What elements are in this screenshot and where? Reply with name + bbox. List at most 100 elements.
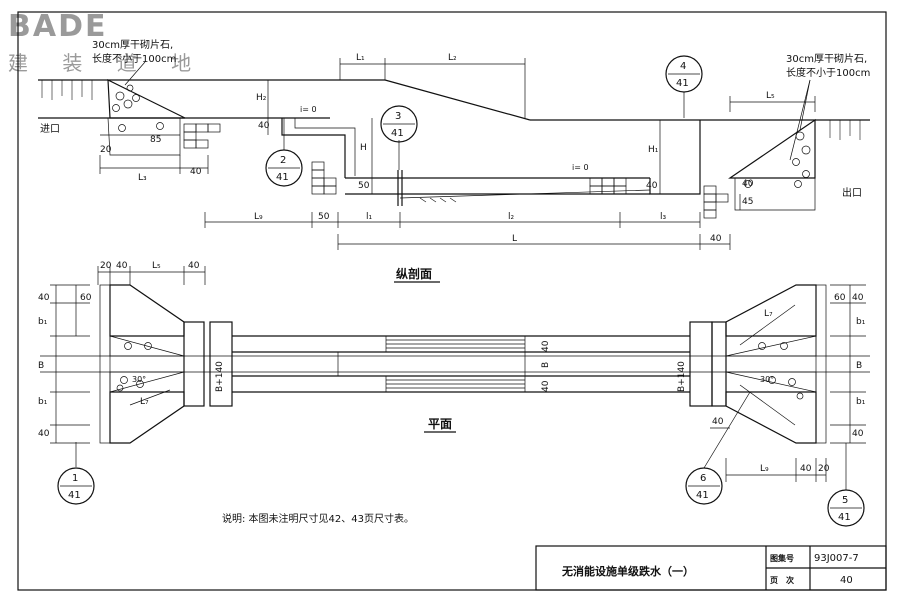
callout-1-page: 41 (68, 490, 81, 501)
dim-l1: l₁ (366, 212, 373, 222)
inclined-surface (384, 79, 531, 121)
plan-dim-40-bottom: 40 (800, 464, 812, 474)
plan-dim-L7: L₇ (764, 309, 773, 319)
page-value: 40 (840, 575, 853, 586)
callout-1: 1 41 (57, 442, 95, 505)
atlas-value: 93J007-7 (814, 553, 859, 564)
plan-dim-40-right-top: 40 (852, 293, 864, 303)
dim-45-outlet: 45 (742, 197, 753, 207)
callout-3-number: 3 (395, 111, 401, 122)
basin-bed-hatch (419, 197, 457, 203)
plan-angle-left: 30° (132, 375, 146, 384)
plan-outlet-wing-bottom (725, 391, 817, 444)
slope-label-1: i= 0 (300, 105, 317, 114)
plan-drop-hatch (337, 336, 526, 392)
stone-note-right-2: 长度不小于100cm (786, 66, 870, 79)
callout-3: 3 41 (380, 105, 418, 143)
basin-masonry-left (311, 161, 337, 195)
plan-outlet-block-2 (711, 321, 727, 407)
callout-4-page: 41 (676, 78, 689, 89)
outlet-label: 出口 (842, 186, 862, 199)
plan-dim-b1-top: b₁ (38, 317, 48, 327)
plan-inlet-block (183, 321, 205, 407)
plan-inlet-rubble (116, 342, 152, 392)
plan-dim-B-mid: B (541, 362, 551, 368)
ground-hatch-left (41, 80, 93, 100)
drop-wall (281, 118, 346, 178)
plan-dim-40-b: 40 (188, 261, 200, 271)
plan-angle-right: 30° (760, 375, 774, 384)
plan-dim-60: 60 (80, 293, 92, 303)
drop-wall-inner (294, 118, 356, 176)
plan-dimension-lines (50, 266, 866, 482)
logo-subtitle: 建 装 道 地 (8, 51, 205, 75)
dim-L2: L₂ (448, 53, 457, 63)
plan-dim-40-a: 40 (116, 261, 128, 271)
slope-label-2: i= 0 (572, 163, 589, 172)
plan-dim-40-left-bottom: 40 (38, 429, 50, 439)
dim-L: L (512, 234, 517, 244)
callout-2-page: 41 (276, 172, 289, 183)
callout-4: 4 41 (665, 55, 703, 93)
stone-note-right-1: 30cm厚干砌片石, (786, 52, 867, 65)
plan-dim-B-left: B (38, 361, 44, 371)
dim-40-L: 40 (710, 234, 722, 244)
plan-inlet-wing-top (109, 284, 185, 337)
sheet-border (17, 11, 887, 591)
callout-3-page: 41 (391, 128, 404, 139)
plan-dim-20-bottom: 20 (818, 464, 830, 474)
callout-5-page: 41 (838, 512, 851, 523)
plan-dim-B140-left: B+140 (215, 361, 225, 392)
plan-dim-20: 20 (100, 261, 112, 271)
plan-dim-B-right: B (856, 361, 862, 371)
callout-6: 6 41 (685, 391, 751, 505)
plan-dim-L4: L₇ (140, 397, 149, 407)
inlet-stone-slope (107, 79, 186, 119)
page-label: 页 次 (770, 575, 794, 585)
stone-leader-left (124, 61, 146, 86)
dim-85-inlet: 85 (150, 135, 161, 145)
plan-dim-40-outlet: 40 (712, 417, 724, 427)
dim-H1: H₁ (648, 145, 659, 155)
outlet-masonry (703, 185, 729, 219)
plan-outlet-rubble (758, 342, 804, 400)
basin-masonry-right (589, 177, 627, 195)
dim-l2: l₂ (508, 212, 515, 222)
dim-50-basin: 50 (358, 181, 370, 191)
inlet-foundation (107, 117, 181, 156)
plan-outlet-block (689, 321, 713, 407)
dim-L3: L₃ (138, 173, 147, 183)
callout-4-number: 4 (680, 61, 686, 72)
inlet-rubble (112, 84, 164, 132)
callout-6-number: 6 (700, 473, 706, 484)
dim-40-outlet: 40 (646, 181, 658, 191)
section-dimension-lines (99, 58, 816, 250)
plan-view-title: 平面 (428, 417, 452, 431)
stone-leader-right-1 (799, 79, 811, 131)
callout-6-page: 41 (696, 490, 709, 501)
basin-bed-slope (399, 189, 651, 199)
dim-40-outlet-2: 40 (742, 179, 754, 189)
plan-dim-b1-right-bottom: b₁ (856, 397, 866, 407)
plan-dim-60-right: 60 (834, 293, 846, 303)
ground-hatch-right (829, 120, 861, 140)
logo-brand: BADE (8, 9, 107, 44)
callout-5: 5 41 (827, 443, 865, 527)
plan-inlet-edge (99, 284, 111, 444)
longitudinal-section: 30cm厚干砌片石, 长度不小于100cm 30cm厚干砌片石, 长度不小于10… (38, 38, 870, 283)
plan-outlet-wing-top (725, 284, 817, 337)
plan-outlet-inner-top (725, 335, 817, 357)
callout-1-number: 1 (72, 473, 78, 484)
dim-40-drop: 40 (258, 121, 270, 131)
plan-dim-L9: L₉ (760, 464, 769, 474)
title-block: 无消能设施单级跌水（一） 图集号 93J007-7 页 次 40 (535, 545, 887, 591)
plan-dim-b1-right-top: b₁ (856, 317, 866, 327)
atlas-label: 图集号 (770, 553, 794, 563)
plan-inlet-inner-top (109, 335, 185, 357)
callout-2: 2 41 (265, 149, 303, 187)
drawing-title: 无消能设施单级跌水（一） (561, 564, 694, 578)
dim-l3: l₃ (660, 212, 667, 222)
dim-H2: H₂ (256, 93, 267, 103)
plan-dim-40-left-top: 40 (38, 293, 50, 303)
